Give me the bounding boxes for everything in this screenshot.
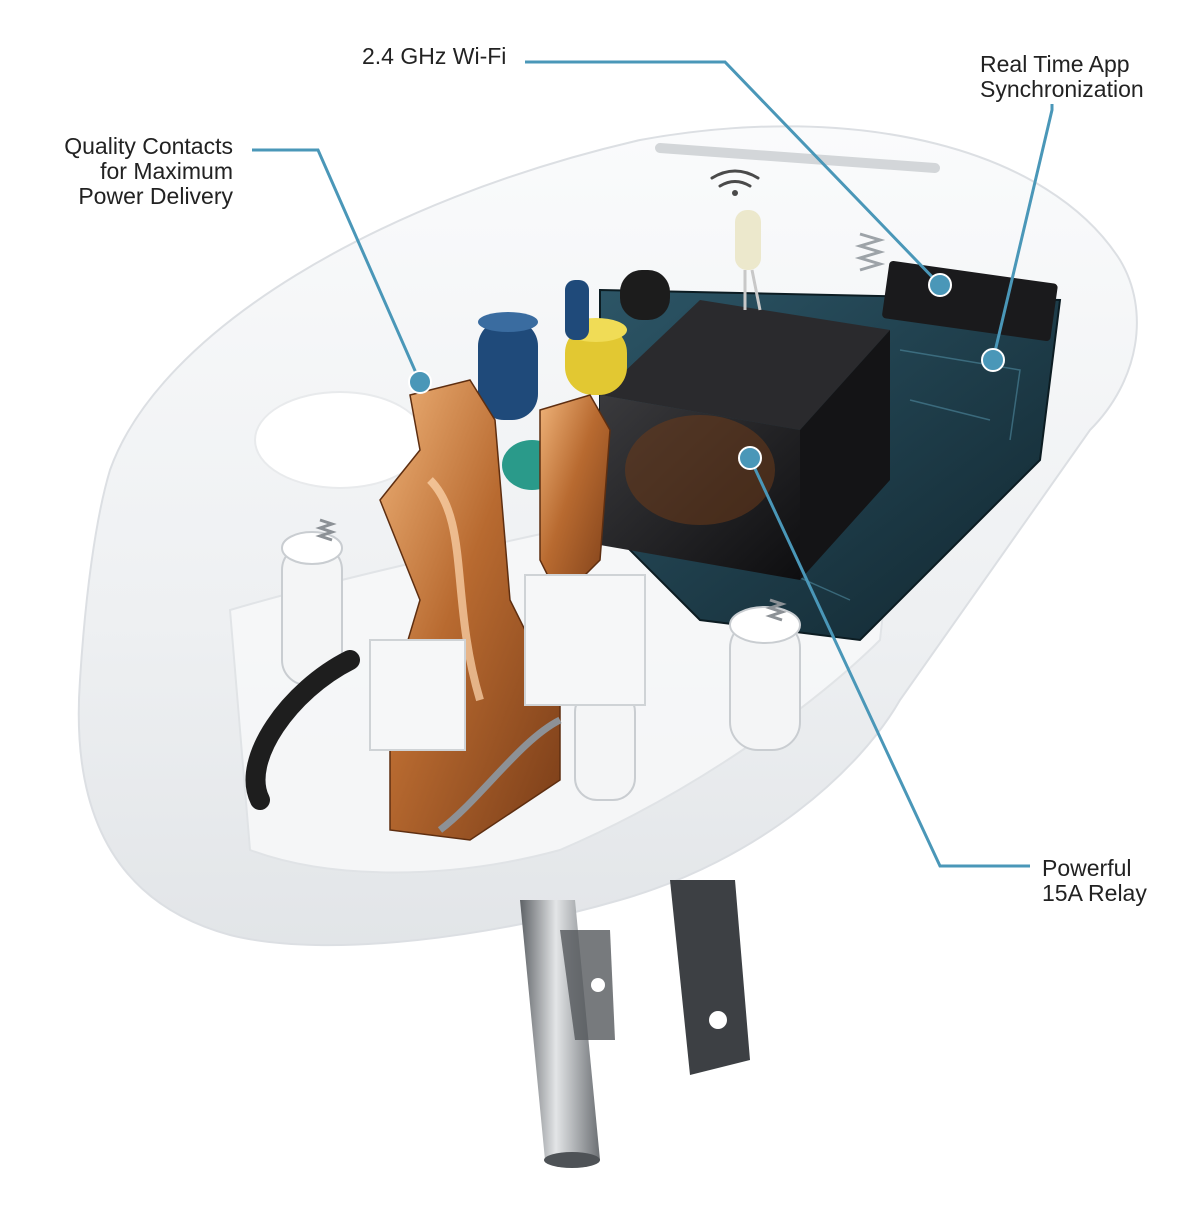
housing-button	[254, 391, 426, 489]
leader-line-contacts	[252, 148, 422, 383]
led	[735, 210, 761, 270]
capacitor	[478, 320, 538, 420]
callout-sync-line: Synchronization	[980, 76, 1144, 102]
callout-sync-line: Real Time App	[980, 51, 1130, 77]
screw-post	[574, 689, 636, 801]
leader-lines	[252, 60, 1054, 868]
wifi-module	[882, 260, 1058, 342]
callout-contacts-line: for Maximum	[100, 158, 233, 184]
copper-contact-highlight	[427, 477, 484, 702]
callout-contacts: Quality Contacts for Maximum Power Deliv…	[40, 134, 233, 209]
screw-post-top	[729, 606, 801, 644]
spring	[854, 232, 886, 272]
relay-top	[600, 300, 890, 430]
callout-relay: Powerful 15A Relay	[1042, 856, 1147, 906]
brand-logo	[655, 143, 940, 173]
callout-relay-line: 15A Relay	[1042, 880, 1147, 906]
capacitor	[565, 280, 589, 340]
callout-contacts-line: Quality Contacts	[64, 133, 233, 159]
prong-hole	[591, 978, 605, 992]
relay-side	[800, 330, 890, 580]
copper-contact	[539, 394, 611, 602]
wire	[437, 716, 562, 833]
capacitor-top	[478, 312, 538, 332]
prong-flat	[560, 930, 615, 1040]
callout-sync: Real Time App Synchronization	[980, 52, 1144, 102]
capacitor	[565, 325, 627, 395]
led-leg	[743, 269, 762, 311]
contact-housing	[524, 574, 646, 706]
screw	[315, 518, 337, 542]
leader-line-sync	[991, 104, 1054, 361]
capacitor	[620, 270, 670, 320]
leader-line-wifi	[525, 60, 942, 287]
wifi-icon	[710, 169, 760, 196]
contact-housing	[369, 639, 466, 751]
leader-line-relay	[748, 457, 1030, 868]
leader-dot-relay	[738, 446, 762, 470]
callout-relay-line: Powerful	[1042, 855, 1132, 881]
prong-hole	[709, 1011, 727, 1029]
leader-dot-contacts	[408, 370, 432, 394]
prong-flat	[670, 880, 750, 1075]
callout-contacts-line: Power Delivery	[78, 183, 233, 209]
leader-dot-wifi	[928, 273, 952, 297]
leader-dots	[408, 273, 1005, 470]
leader-dot-sync	[981, 348, 1005, 372]
screw	[765, 598, 787, 622]
prong-ground-tip	[544, 1152, 600, 1168]
screw-post-top	[281, 531, 343, 565]
callout-wifi-line: 2.4 GHz Wi-Fi	[362, 43, 507, 69]
relay-coil	[625, 415, 775, 525]
callout-wifi: 2.4 GHz Wi-Fi	[362, 44, 506, 69]
wire	[245, 650, 360, 810]
